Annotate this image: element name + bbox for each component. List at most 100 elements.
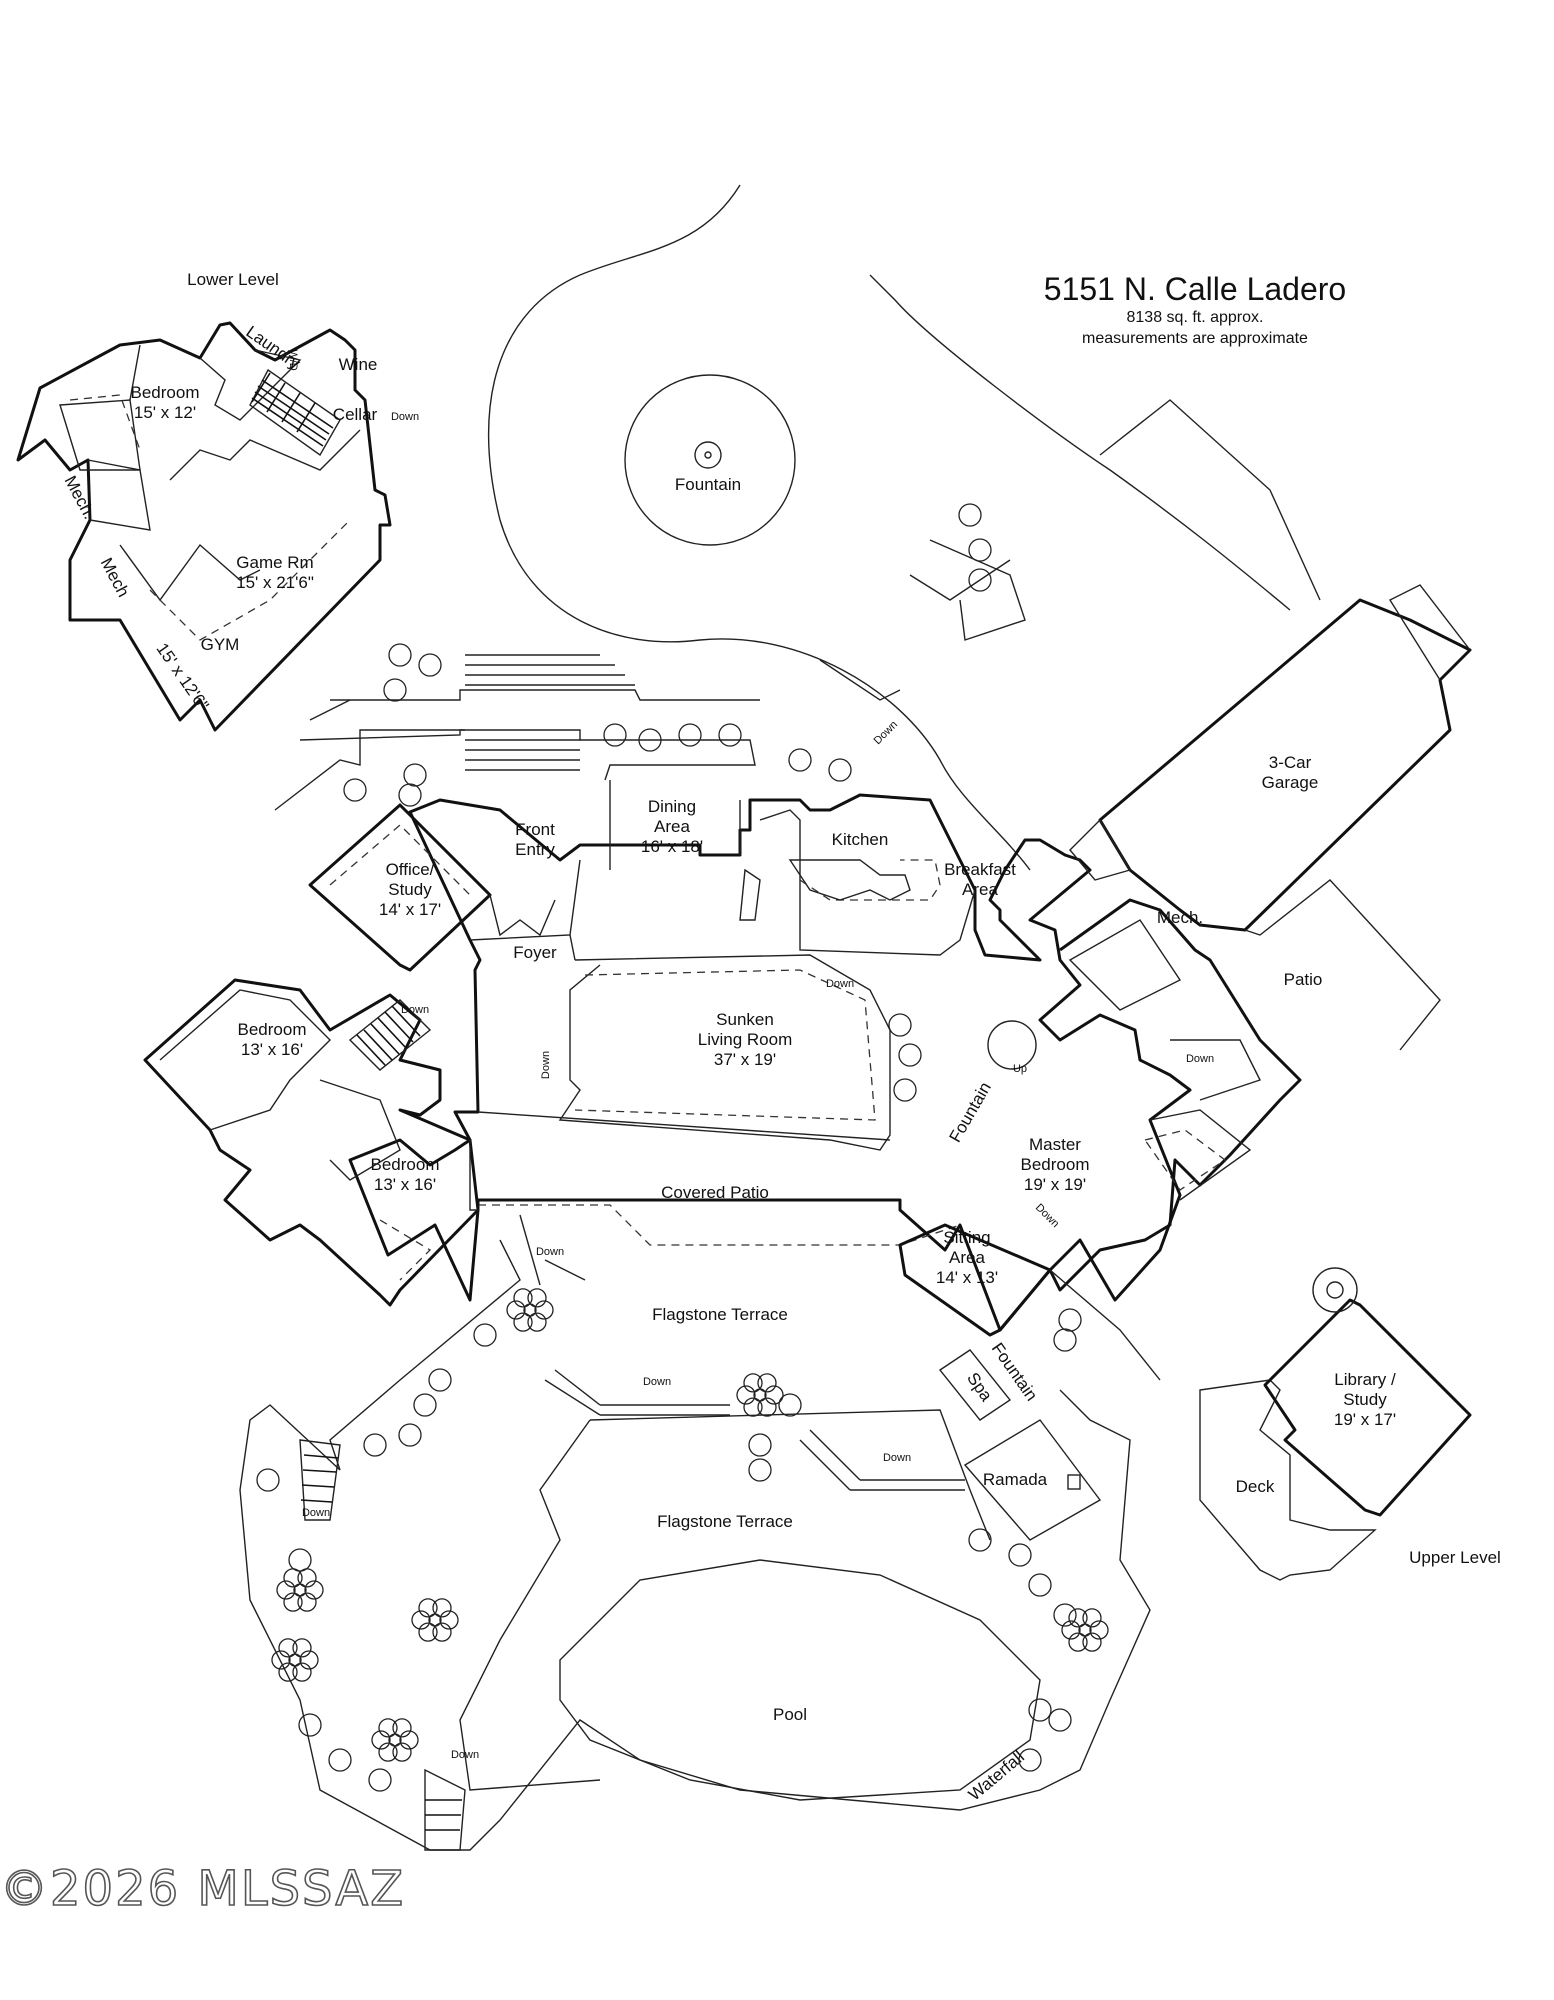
- fountain-jet-icon: [694, 441, 722, 469]
- down-marker: Down: [391, 411, 419, 423]
- shrub-icon: [898, 1043, 922, 1067]
- shrub-icon: [1028, 1573, 1052, 1597]
- deck-label: Deck: [1236, 1477, 1275, 1496]
- plan-title: 5151 N. Calle Ladero: [1044, 271, 1346, 307]
- spa-outline: [938, 1349, 1012, 1421]
- bedroom-b-size: 13' x 16': [374, 1175, 436, 1194]
- shrub-icon: [413, 1393, 437, 1417]
- shrub-icon: [603, 723, 627, 747]
- office-label: Office/: [386, 860, 435, 879]
- library-label: Library /: [1334, 1370, 1396, 1389]
- office-size: 14' x 17': [379, 900, 441, 919]
- shrub-icon: [968, 1528, 992, 1552]
- shrub-icon: [398, 783, 422, 807]
- down-marker: Down: [883, 1452, 911, 1464]
- fountain-basin: [624, 374, 796, 546]
- shrub-icon: [958, 503, 982, 527]
- dining-label: Dining: [648, 797, 696, 816]
- spiral-stair-icon: [987, 1020, 1037, 1070]
- down-marker: Down: [1033, 1202, 1061, 1230]
- sunken-living-room: [558, 954, 891, 1151]
- shrub-icon: [893, 1078, 917, 1102]
- down-marker: Down: [302, 1507, 330, 1519]
- pool-outline: [559, 1559, 1041, 1801]
- shrub-icon: [1018, 1748, 1042, 1772]
- fountain-low-label: Fountain: [988, 1339, 1042, 1404]
- lower-level-outline: [16, 321, 392, 732]
- dining-label-2: Area: [654, 817, 690, 836]
- deck-outline: [1199, 1379, 1377, 1581]
- down-marker: Down: [401, 1004, 429, 1016]
- tree-icon: [271, 1638, 319, 1682]
- cellar-label: Cellar: [333, 405, 378, 424]
- shrub-icon: [1053, 1328, 1077, 1352]
- shrub-icon: [1028, 1698, 1052, 1722]
- front-entry-label: Front: [515, 820, 555, 839]
- shrub-icon: [718, 723, 742, 747]
- bedroom-lower-size: 15' x 12': [134, 403, 196, 422]
- gym-label: GYM: [201, 635, 240, 654]
- wd-label: W/D: [287, 349, 299, 370]
- shrub-icon: [398, 1423, 422, 1447]
- sitting-label: Sitting: [943, 1228, 990, 1247]
- tree-icon: [1061, 1608, 1109, 1652]
- upper-level-label: Upper Level: [1409, 1548, 1501, 1567]
- shrub-icon: [968, 568, 992, 592]
- front-entry-label-2: Entry: [515, 840, 555, 859]
- down-marker: Down: [540, 1051, 552, 1079]
- office-label-2: Study: [388, 880, 432, 899]
- down-marker: Down: [872, 719, 900, 747]
- sitting-label-2: Area: [949, 1248, 985, 1267]
- landscaping: [256, 503, 1109, 1792]
- shrub-icon: [298, 1713, 322, 1737]
- shrub-icon: [638, 728, 662, 752]
- flagstone-terrace-1: Flagstone Terrace: [652, 1305, 788, 1324]
- bedroom-wing-walls: [143, 978, 480, 1307]
- wine-label: Wine: [339, 355, 378, 374]
- mech-label-3: Mech.: [1157, 908, 1203, 927]
- down-marker: Down: [536, 1246, 564, 1258]
- sitting-area-walls: [898, 1223, 1052, 1337]
- shrub-icon: [1053, 1603, 1077, 1627]
- library-size: 19' x 17': [1334, 1410, 1396, 1429]
- master-label-2: Bedroom: [1021, 1155, 1090, 1174]
- bedroom-lower-label: Bedroom: [131, 383, 200, 402]
- spa-label: Spa: [963, 1369, 996, 1405]
- flagstone-terrace-2: Flagstone Terrace: [657, 1512, 793, 1531]
- master-suite-walls: [1048, 898, 1302, 1292]
- shrub-icon: [678, 723, 702, 747]
- breakfast-label-2: Area: [962, 880, 998, 899]
- ramada-outline: [963, 1419, 1102, 1541]
- office-walls: [308, 803, 492, 972]
- tree-icon: [411, 1598, 459, 1642]
- down-marker: Down: [451, 1749, 479, 1761]
- grounds-outline: [239, 1239, 1161, 1851]
- breakfast-label: Breakfast: [944, 860, 1016, 879]
- covered-patio-label: Covered Patio: [661, 1183, 769, 1202]
- driveway-loop: [487, 184, 1321, 871]
- tree-icon: [276, 1568, 324, 1612]
- shrub-icon: [473, 1323, 497, 1347]
- fountain-mid-label: Fountain: [945, 1079, 995, 1146]
- lower-stairs: [249, 368, 341, 457]
- shrub-icon: [1058, 1308, 1082, 1332]
- shrub-icon: [343, 778, 367, 802]
- library-label-2: Study: [1343, 1390, 1387, 1409]
- down-marker: Down: [826, 978, 854, 990]
- sitting-size: 14' x 13': [936, 1268, 998, 1287]
- shrub-icon: [828, 758, 852, 782]
- shrub-icon: [778, 1393, 802, 1417]
- tree-icon: [736, 1373, 784, 1417]
- shrub-icon: [256, 1468, 280, 1492]
- ramada-label: Ramada: [983, 1470, 1048, 1489]
- entry-steps: [274, 654, 901, 811]
- master-label: Master: [1029, 1135, 1081, 1154]
- shrub-icon: [288, 1548, 312, 1572]
- shrub-icon: [788, 748, 812, 772]
- garage-label-2: Garage: [1262, 773, 1319, 792]
- garage-label: 3-Car: [1269, 753, 1312, 772]
- down-marker: Down: [643, 1376, 671, 1388]
- mech-label-1: Mech.: [61, 473, 100, 523]
- shrub-icon: [1048, 1708, 1072, 1732]
